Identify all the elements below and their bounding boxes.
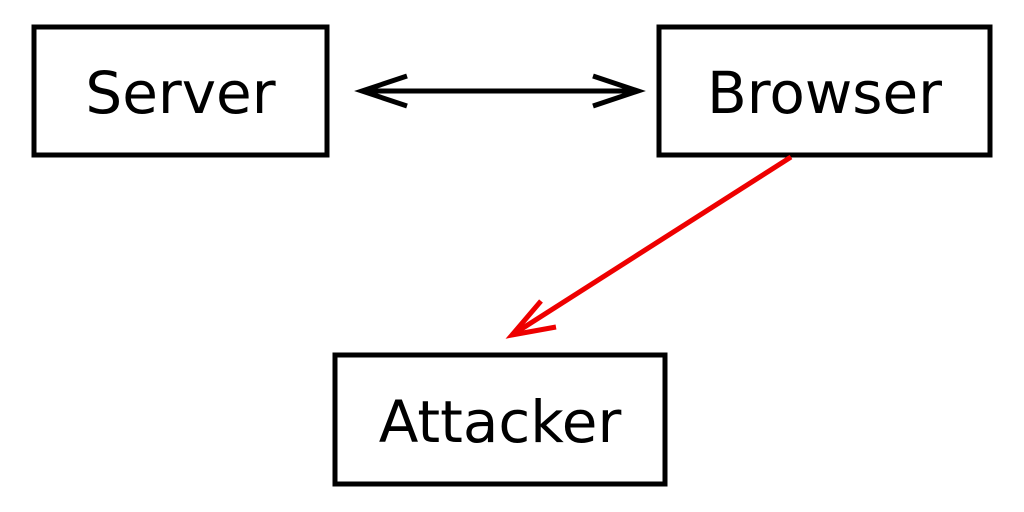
node-browser: Browser xyxy=(656,24,993,158)
edge-server-browser-arrowhead-right xyxy=(592,73,646,109)
node-attacker-label: Attacker xyxy=(379,388,622,456)
edge-browser-attacker-line xyxy=(510,154,793,338)
node-attacker-box xyxy=(332,352,668,487)
edge-browser-attacker xyxy=(505,154,793,339)
node-server-label: Server xyxy=(85,59,275,127)
node-browser-label: Browser xyxy=(707,59,942,127)
node-browser-box xyxy=(656,24,993,158)
edge-browser-attacker-arrowhead xyxy=(505,299,557,339)
edge-server-browser xyxy=(354,73,646,109)
node-attacker: Attacker xyxy=(332,352,668,487)
edge-server-browser-arrowhead-left xyxy=(354,73,408,109)
node-server-box xyxy=(31,24,330,158)
node-server: Server xyxy=(31,24,330,158)
